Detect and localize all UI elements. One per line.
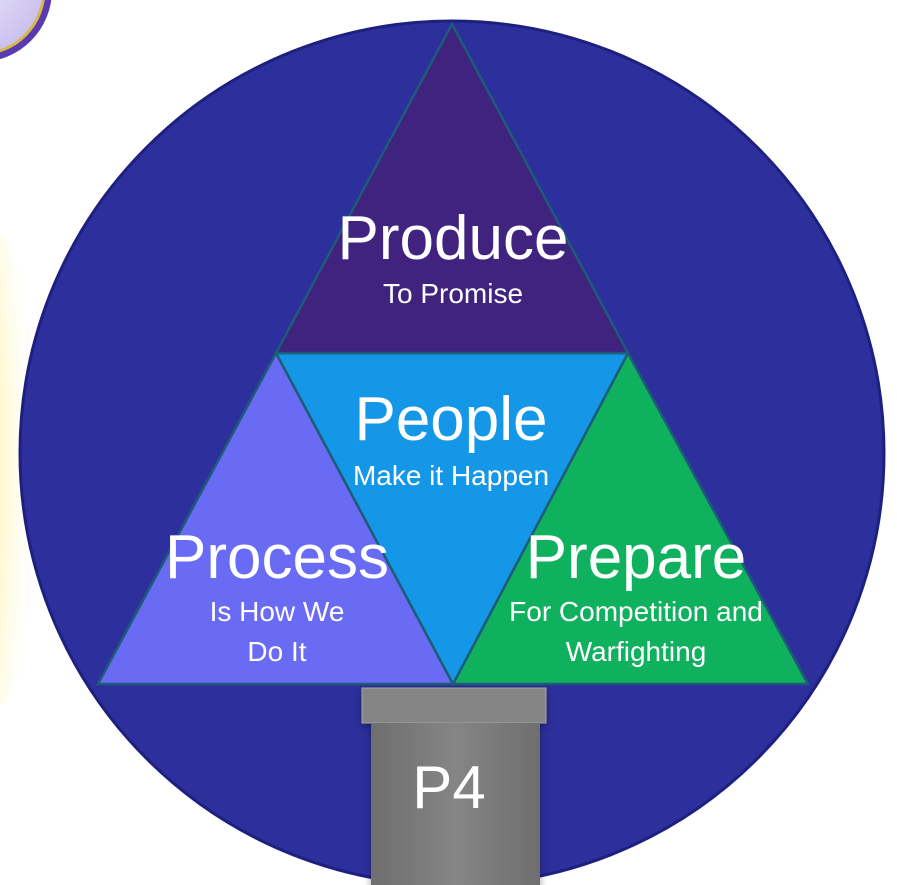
p4-label: P4: [412, 754, 485, 821]
prepare-subtitle-line-2: Warfighting: [566, 636, 707, 667]
people-subtitle: Make it Happen: [353, 460, 549, 491]
produce-subtitle: To Promise: [383, 278, 523, 309]
people-title: People: [354, 385, 547, 454]
p4-pillar: [361, 687, 547, 885]
prepare-title: Prepare: [526, 523, 747, 592]
produce-title: Produce: [338, 204, 569, 273]
prepare-subtitle-line-1: For Competition and: [509, 596, 763, 627]
process-subtitle-line-1: Is How We: [210, 596, 345, 627]
process-title: Process: [165, 523, 389, 592]
process-subtitle-line-2: Do It: [247, 636, 306, 667]
pillar-cap: [361, 687, 547, 724]
corner-badge: [0, 0, 52, 60]
produce-triangle: [273, 21, 631, 355]
pillar-body: [371, 723, 540, 885]
